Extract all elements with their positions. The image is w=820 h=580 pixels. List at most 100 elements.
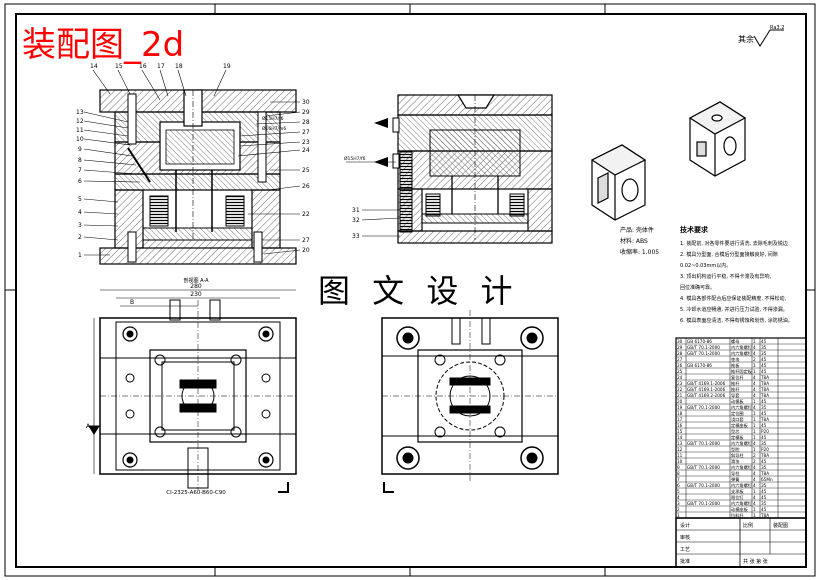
bom-cell: 1 bbox=[753, 435, 756, 440]
bom-cell: 45 bbox=[761, 357, 767, 362]
bom-cell: 6 bbox=[677, 483, 680, 488]
bom-cell: 定模板 bbox=[731, 434, 744, 441]
bom-cell: 19 bbox=[677, 405, 683, 410]
bom-cell: 复位杆 bbox=[731, 374, 744, 381]
bom-cell: 45 bbox=[761, 369, 767, 374]
svg-text:3: 3 bbox=[78, 222, 82, 229]
svg-text:5: 5 bbox=[78, 196, 82, 203]
bom-cell: 4 bbox=[753, 477, 756, 482]
bom-cell: 4 bbox=[753, 381, 756, 386]
bom-cell: 11 bbox=[677, 453, 683, 458]
bom-cell: GB/T 70.1-2000 bbox=[687, 405, 720, 410]
svg-text:26: 26 bbox=[302, 183, 310, 190]
bom-cell: T8A bbox=[760, 393, 769, 398]
bom-cell: 35 bbox=[761, 501, 767, 506]
bom-cell: 21 bbox=[677, 393, 683, 398]
title-block: 装配图 比例 共 张 第 张 设计 审核 工艺 批准 bbox=[675, 517, 807, 568]
bom-cell: 1 bbox=[753, 369, 756, 374]
bom-cell: 斜导柱 bbox=[731, 452, 744, 459]
bom-cell: GB/T 70.1-2000 bbox=[687, 465, 720, 470]
bom-cell: 45 bbox=[761, 411, 767, 416]
bom-cell: T8A bbox=[760, 375, 769, 380]
bom-cell: 29 bbox=[677, 345, 683, 350]
bom-cell: P20 bbox=[761, 429, 769, 434]
dim-b: B bbox=[130, 299, 134, 306]
bom-cell: 35 bbox=[761, 465, 767, 470]
plan-view-text: 280 230 B A 剖视图 A-A CI-2325-A60-B60-C90 bbox=[86, 277, 226, 496]
bom-cell: 垫块 bbox=[731, 356, 740, 363]
svg-text:23: 23 bbox=[302, 139, 310, 146]
svg-text:1. 装配前, 对各零件要进行清洗, 去除毛刺及锐边: 1. 装配前, 对各零件要进行清洗, 去除毛刺及锐边 bbox=[680, 240, 788, 247]
svg-text:3. 顶出机构运行平稳, 不得卡滞及有异响,: 3. 顶出机构运行平稳, 不得卡滞及有异响, bbox=[680, 273, 772, 280]
svg-text:25: 25 bbox=[302, 167, 310, 174]
bom-cell: 45 bbox=[761, 435, 767, 440]
bom-cell: 45 bbox=[761, 423, 767, 428]
bom-cell: 4 bbox=[753, 471, 756, 476]
bom-cell: 型芯 bbox=[731, 428, 739, 434]
bom-cell: 16 bbox=[677, 423, 683, 428]
svg-text:2: 2 bbox=[78, 234, 82, 241]
bom-cell: 1 bbox=[753, 423, 756, 428]
bom-cell: 3 bbox=[677, 501, 680, 506]
bom-cell: 内六角螺钉 bbox=[731, 350, 753, 357]
bom-cell: P20 bbox=[761, 447, 769, 452]
bom-cell: 35 bbox=[761, 351, 767, 356]
bom-cell: 螺母 bbox=[731, 338, 739, 345]
bom-cell: 24 bbox=[677, 375, 683, 380]
bom-cell: 4 bbox=[753, 495, 756, 500]
bom-cell: GB/T 70.1-2000 bbox=[687, 441, 720, 446]
svg-text:回位准确可靠。: 回位准确可靠。 bbox=[680, 284, 715, 291]
svg-text:其余: 其余 bbox=[738, 34, 754, 44]
bom-cell: 推杆 bbox=[731, 386, 740, 393]
bom-cell: 2 bbox=[753, 459, 756, 464]
bom-cell: 45 bbox=[761, 459, 767, 464]
bom-cell: 导柱 bbox=[731, 470, 740, 477]
svg-text:24: 24 bbox=[302, 147, 310, 154]
svg-text:共 张 第 张: 共 张 第 张 bbox=[743, 558, 768, 565]
bom-cell: 4 bbox=[753, 441, 756, 446]
bom-cell: 1 bbox=[753, 429, 756, 434]
mold-base-code: CI-2325-A60-B60-C90 bbox=[166, 490, 226, 496]
svg-text:16: 16 bbox=[139, 63, 147, 70]
svg-text:33: 33 bbox=[352, 233, 360, 240]
svg-text:5. 冷却水道应畅通, 并进行压力试验, 不得渗漏。: 5. 冷却水道应畅通, 并进行压力试验, 不得渗漏。 bbox=[680, 306, 788, 313]
bom-cell: T8A bbox=[760, 453, 769, 458]
bom-cell: 35 bbox=[761, 345, 767, 350]
bom-cell: 动模板 bbox=[731, 398, 744, 405]
bom-cell: 推板 bbox=[731, 362, 740, 369]
tech-requirements: 技术要求 1. 装配前, 对各零件要进行清洗, 去除毛刺及锐边 2. 模具分型面… bbox=[680, 225, 793, 324]
dim-230: 230 bbox=[190, 291, 202, 298]
bom-cell: T8A bbox=[760, 387, 769, 392]
bom-cell: T8A bbox=[760, 471, 769, 476]
bom-cell: 1 bbox=[677, 513, 680, 518]
bom-cell: 4 bbox=[753, 393, 756, 398]
svg-text:2. 模具分型面, 合模后分型面接触良好, 间隙: 2. 模具分型面, 合模后分型面接触良好, 间隙 bbox=[680, 251, 778, 258]
bom-cell: 内六角螺钉 bbox=[731, 344, 753, 351]
svg-text:1: 1 bbox=[78, 252, 82, 259]
bom-cell: 13 bbox=[677, 441, 683, 446]
bom-cell: 1 bbox=[753, 417, 756, 422]
bom-cell: 4 bbox=[753, 351, 756, 356]
bom-cell: 内六角螺钉 bbox=[731, 482, 753, 489]
bom-cell: GB/T 70.1-2000 bbox=[687, 483, 720, 488]
bom-cell: 定模座板 bbox=[731, 422, 749, 429]
side-section-view bbox=[346, 94, 553, 244]
svg-text:8: 8 bbox=[78, 157, 82, 164]
bom-cell: 1 bbox=[753, 513, 756, 518]
svg-text:10: 10 bbox=[76, 136, 84, 143]
svg-text:比例: 比例 bbox=[743, 522, 753, 529]
bom-cell: 内六角螺钉 bbox=[731, 404, 753, 411]
part-isometric-2 bbox=[688, 101, 747, 177]
svg-text:工艺: 工艺 bbox=[680, 547, 690, 553]
svg-text:17: 17 bbox=[157, 63, 165, 70]
svg-text:14: 14 bbox=[90, 63, 98, 70]
bom-cell: 内六角螺钉 bbox=[731, 464, 753, 471]
svg-text:13: 13 bbox=[76, 109, 84, 116]
svg-text:6: 6 bbox=[78, 178, 82, 185]
bom-cell: 导套 bbox=[731, 392, 740, 399]
svg-text:0.02~0.03mm以内。: 0.02~0.03mm以内。 bbox=[680, 262, 731, 269]
bom-cell: T8A bbox=[760, 513, 769, 518]
